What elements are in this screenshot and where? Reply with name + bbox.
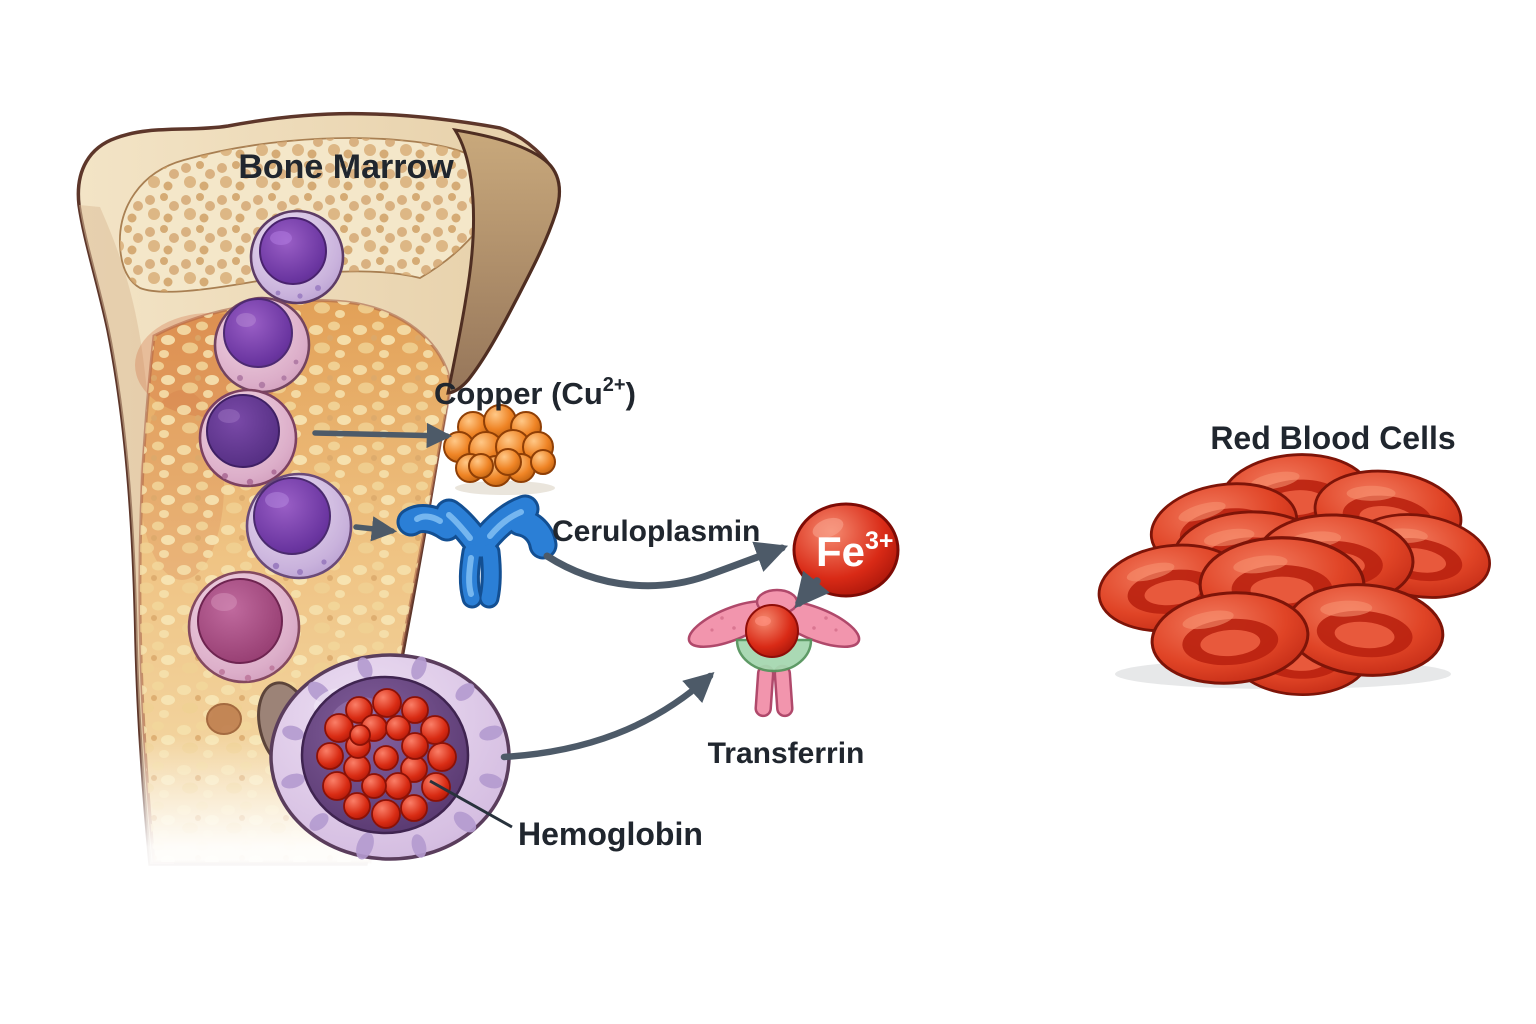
copper-shadow (455, 481, 555, 495)
cytoplasm-inclusions (281, 656, 503, 860)
hemoglobin-label: Hemoglobin (518, 816, 703, 852)
arrow-erythroblast-to-transferrin (500, 672, 715, 761)
bone-marrow-label: Bone Marrow (238, 148, 454, 186)
labels: Bone Marrow Copper (Cu2+) Ceruloplasmin … (238, 148, 1455, 852)
hemoglobin-leader-line (429, 779, 513, 829)
iron-ion: Fe3+ (792, 502, 900, 598)
copper-ion-cluster (443, 404, 556, 495)
progenitor-cell-2 (213, 296, 311, 394)
arrow-iron-to-transferrin (794, 570, 830, 609)
progenitor-cell-4 (245, 472, 353, 580)
flow-arrows (312, 422, 830, 761)
hemoglobin-granules (316, 688, 457, 829)
progenitor-cell-5 (187, 570, 301, 684)
bone-marrow-progenitor-cells (187, 209, 353, 684)
transferrin-protein (687, 588, 861, 718)
progenitor-cell-3 (198, 388, 298, 488)
iron-label: Fe3+ (816, 527, 894, 575)
ceruloplasmin-label: Ceruloplasmin (552, 515, 760, 548)
ceruloplasmin-protein (396, 494, 558, 609)
transferrin-bound-iron (745, 604, 799, 658)
red-blood-cells-pile (1092, 448, 1498, 699)
copper-label: Copper (Cu2+) (434, 374, 636, 411)
transferrin-label: Transferrin (708, 737, 865, 770)
arrow-ceruloplasmin-to-iron (543, 541, 789, 590)
bone-outer-side-surface (446, 127, 561, 395)
marrow-fat-droplet (206, 703, 242, 735)
arrow-cell-to-ceruloplasmin (353, 516, 398, 542)
red-blood-cells-label: Red Blood Cells (1210, 420, 1455, 456)
erythroblast-cell (269, 653, 511, 861)
arrow-cell-to-copper (312, 422, 453, 449)
progenitor-cell-1 (249, 209, 345, 305)
